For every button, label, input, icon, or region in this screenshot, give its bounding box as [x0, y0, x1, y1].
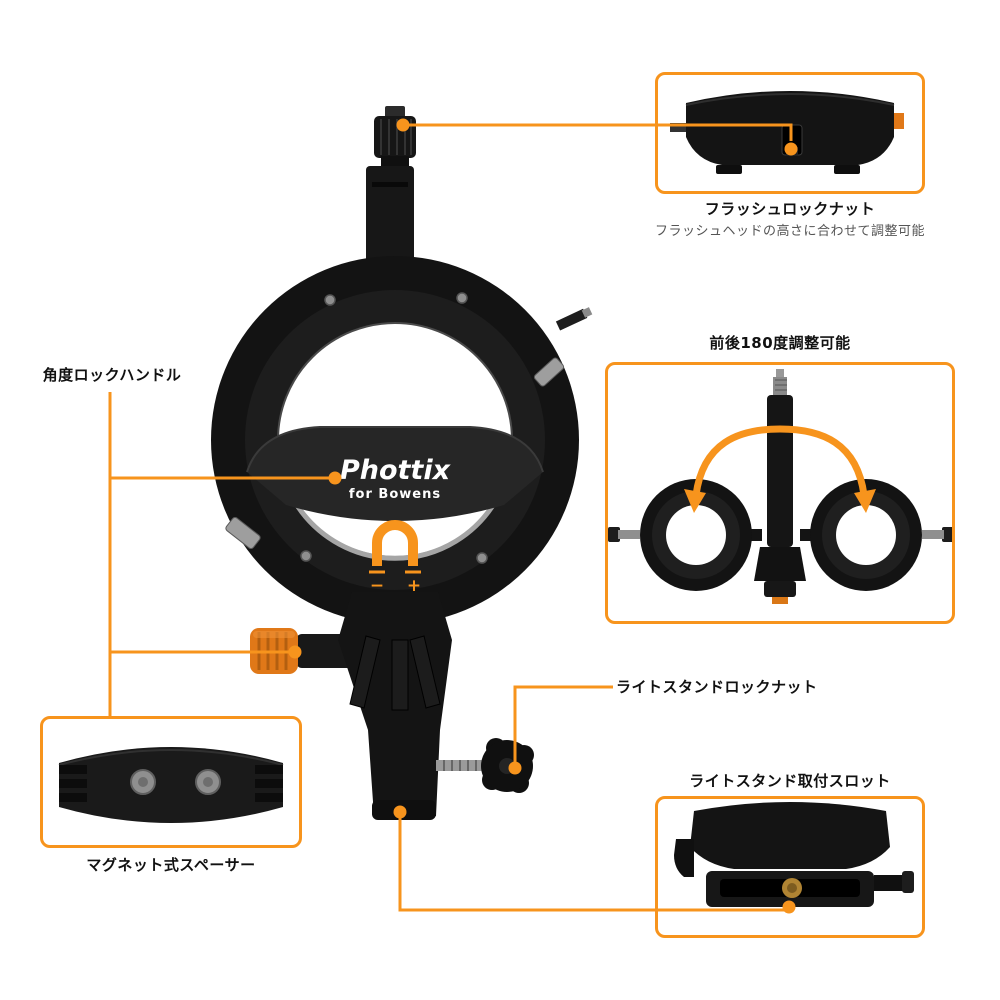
brand-sub-wordmark: for Bowens: [349, 487, 441, 502]
rotation-center-arm: [754, 369, 806, 604]
magnet-minus-sign: −: [370, 576, 384, 596]
ring-clip: [225, 516, 261, 550]
dot-angle-knob: [288, 645, 302, 659]
stand-slot-illustration: [658, 802, 914, 914]
callout-line-stand-lock-nut: [513, 685, 613, 762]
handle-plate: Phottix for Bowens: [246, 426, 544, 521]
magnet-spacer-callout-box: [40, 716, 302, 848]
rotation-arrows: [684, 425, 876, 513]
callout-line-stand-slot: [398, 814, 655, 912]
callout-lines: [108, 123, 655, 912]
flash-lock-nut-subtitle: フラッシュヘッドの高さに合わせて調整可能: [654, 224, 925, 239]
dot-flash-lock-screw: [396, 118, 410, 132]
stand-lock-knob: [436, 738, 534, 793]
light-stand-lock-nut-title: ライトスタンドロックナット: [616, 678, 818, 696]
dot-stand-slot: [393, 805, 407, 819]
light-stand-slot-title: ライトスタンド取付スロット: [689, 772, 891, 790]
lower-bracket-body: [338, 592, 452, 820]
rotation-180-callout-box: [605, 362, 955, 624]
ring-screw: [300, 550, 312, 562]
light-stand-slot-callout-box: [655, 796, 925, 938]
ring-screw: [456, 292, 468, 304]
rotated-ring-left: [608, 479, 762, 591]
angle-lock-handle-title: 角度ロックハンドル: [42, 366, 182, 384]
dot-handle-plate: [328, 471, 342, 485]
ring-screw: [476, 552, 488, 564]
magnet-spacer-illustration: [58, 747, 284, 823]
ring-side-pin: [555, 307, 593, 331]
magnet-plus-sign: +: [407, 576, 421, 596]
flash-lock-nut-callout-box: [655, 72, 925, 194]
rotated-ring-right: [800, 479, 952, 591]
rotation-180-title: 前後180度調整可能: [709, 334, 851, 352]
rotation-illustration: [608, 369, 952, 604]
magnet-spacer-title: マグネット式スペーサー: [86, 856, 256, 874]
dot-stand-lock-knob: [508, 761, 522, 775]
dot-umbrella-slot: [782, 900, 796, 914]
flash-adapter-illustration: [658, 91, 904, 174]
dot-flash-adapter-nut: [784, 142, 798, 156]
flash-lock-screw: [374, 106, 416, 170]
upper-arm: [366, 166, 414, 284]
brand-wordmark: Phottix: [340, 455, 452, 486]
spacer-magnets: [130, 769, 221, 795]
spacer-ribs: [59, 765, 283, 802]
magnet-icon: − +: [369, 520, 421, 596]
ring-clip: [533, 357, 565, 387]
callout-dots: [288, 118, 522, 819]
ring-screw: [324, 294, 336, 306]
flash-lock-nut-title: フラッシュロックナット: [704, 200, 876, 218]
